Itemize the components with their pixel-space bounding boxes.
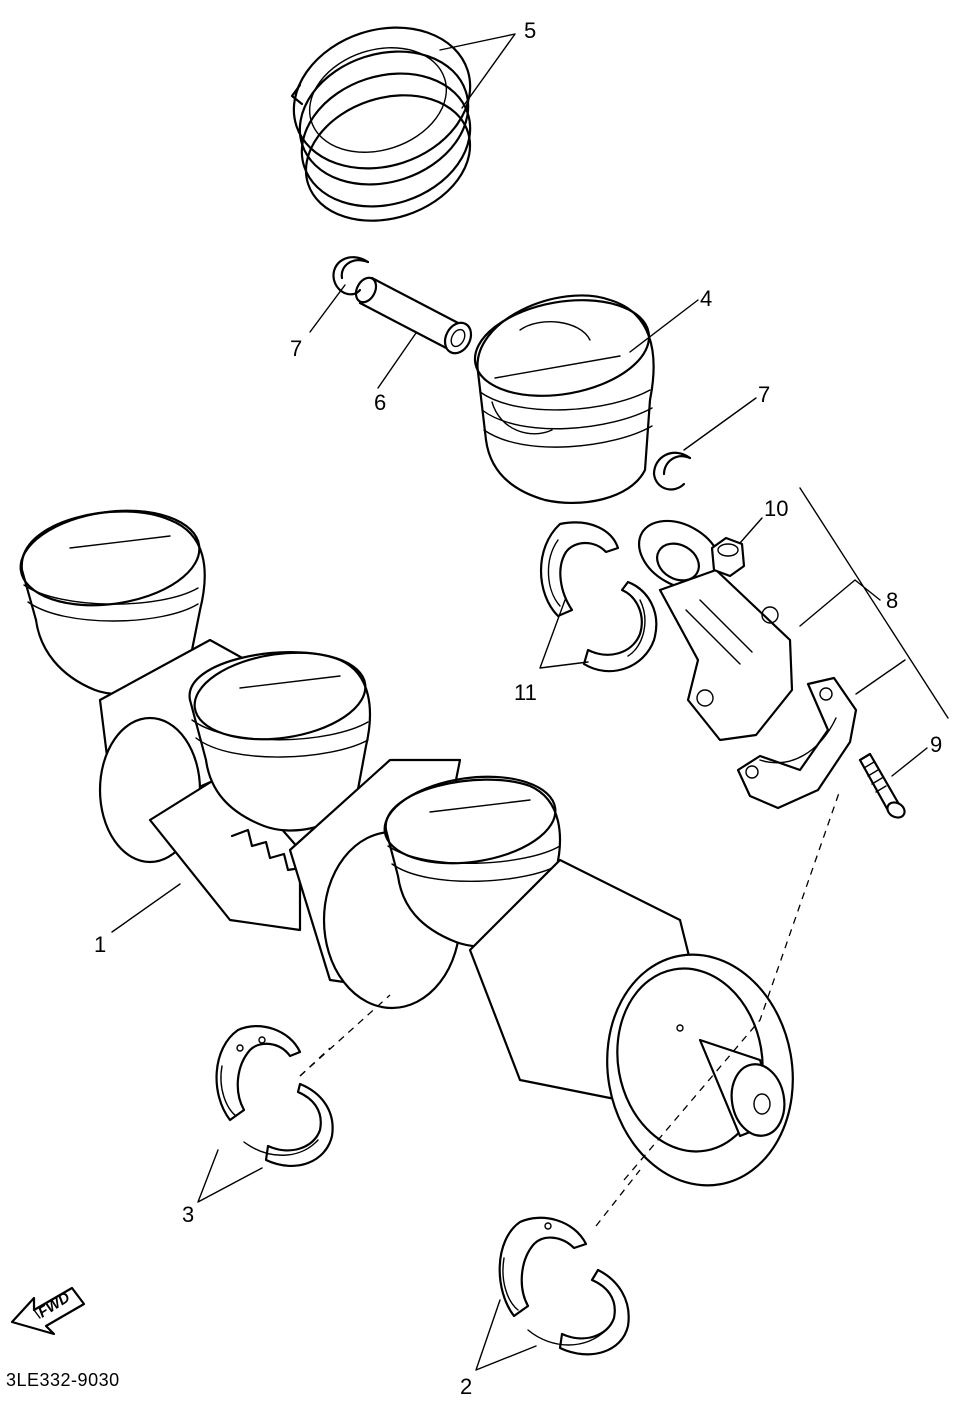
figure-code: 3LE332-9030 <box>6 1370 120 1390</box>
callout-9: 9 <box>930 732 942 757</box>
callout-1: 1 <box>94 932 106 957</box>
callout-3: 3 <box>182 1202 194 1227</box>
callout-11: 11 <box>514 680 537 705</box>
piston-ring-set <box>290 26 472 222</box>
main-journal-bearing-set-right <box>498 1216 630 1356</box>
callout-2: 2 <box>460 1374 472 1399</box>
conrod-bolt <box>858 752 906 819</box>
callout-7-upper: 7 <box>290 336 302 361</box>
callout-10: 10 <box>764 496 788 521</box>
alignment-lines <box>299 789 841 1227</box>
callout-8: 8 <box>886 588 898 613</box>
piston-pin <box>354 276 473 355</box>
fwd-arrow-icon: FWD <box>10 1286 86 1336</box>
connecting-rod <box>637 519 794 742</box>
big-end-cap <box>736 676 858 810</box>
crankshaft-assembly <box>19 509 794 1187</box>
callout-6: 6 <box>374 390 386 415</box>
callout-5: 5 <box>524 18 536 43</box>
callout-7-lower: 7 <box>758 382 770 407</box>
leader-lines <box>111 33 949 1371</box>
conrod-nut <box>710 536 746 578</box>
piston <box>473 294 655 504</box>
big-end-bearing-set <box>540 521 658 673</box>
circlip-upper <box>332 256 370 296</box>
callout-4: 4 <box>700 286 712 311</box>
circlip-lower <box>652 451 692 491</box>
main-journal-bearing-set <box>215 1025 334 1168</box>
